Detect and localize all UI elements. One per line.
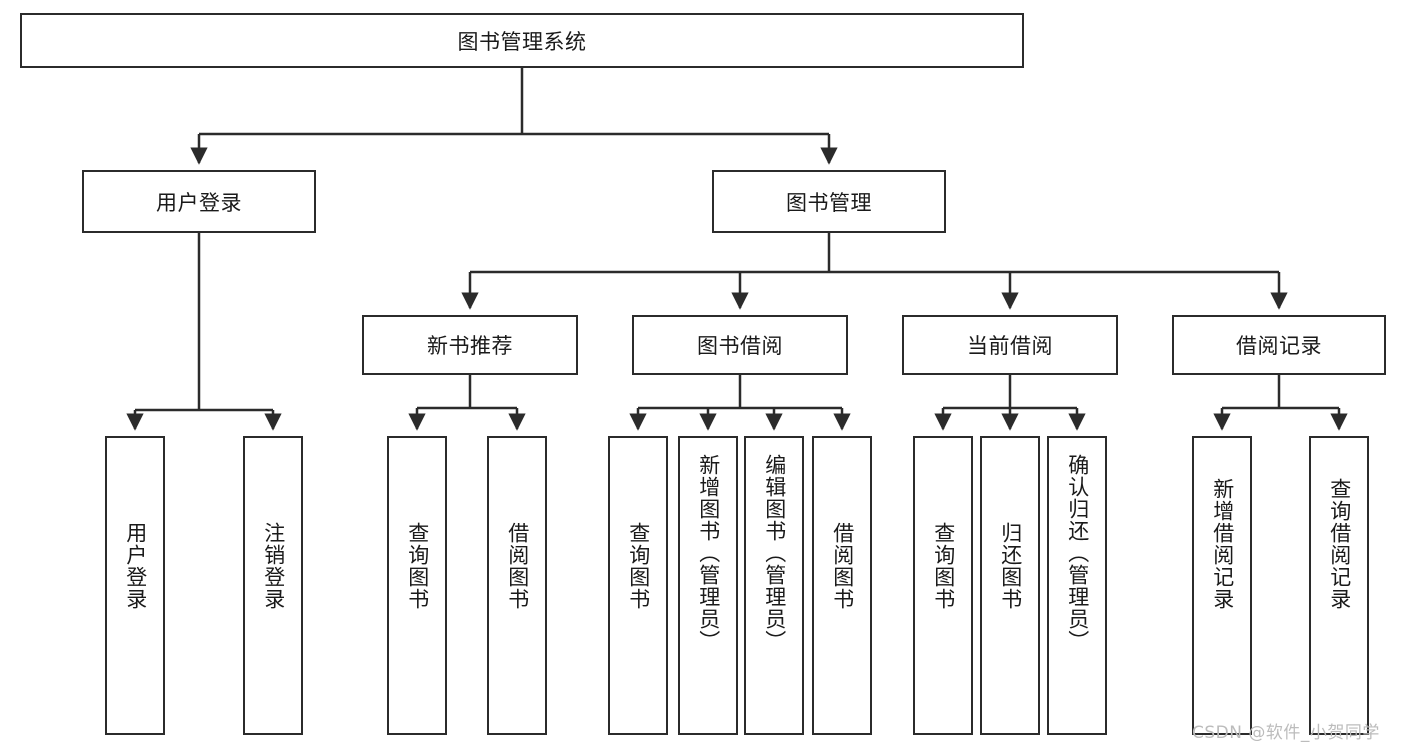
node-borrow-record[interactable]: 借阅记录 [1172, 315, 1386, 375]
node-leaf-return-book-label: 归还图书 [998, 522, 1023, 610]
node-leaf-query-book-1-label: 查询图书 [405, 522, 430, 610]
node-leaf-query-record[interactable]: 查询借阅记录 [1309, 436, 1369, 735]
node-leaf-edit-book[interactable]: 编辑图书（管理员） [744, 436, 804, 735]
node-book-borrow[interactable]: 图书借阅 [632, 315, 848, 375]
node-leaf-edit-book-label: 编辑图书（管理员） [762, 454, 787, 652]
node-leaf-add-record-label: 新增借阅记录 [1210, 478, 1235, 610]
node-root[interactable]: 图书管理系统 [20, 13, 1024, 68]
node-leaf-confirm-return[interactable]: 确认归还（管理员） [1047, 436, 1107, 735]
node-new-book-recommend[interactable]: 新书推荐 [362, 315, 578, 375]
node-leaf-query-book-1[interactable]: 查询图书 [387, 436, 447, 735]
node-leaf-query-book-2-label: 查询图书 [626, 522, 651, 610]
node-leaf-query-record-label: 查询借阅记录 [1327, 478, 1352, 610]
node-leaf-borrow-book-2-label: 借阅图书 [830, 522, 855, 610]
node-leaf-logout-login-label: 注销登录 [261, 522, 286, 610]
node-book-management[interactable]: 图书管理 [712, 170, 946, 233]
node-book-management-label: 图书管理 [786, 190, 872, 215]
node-leaf-borrow-book-2[interactable]: 借阅图书 [812, 436, 872, 735]
node-leaf-query-book-2[interactable]: 查询图书 [608, 436, 668, 735]
node-leaf-add-book[interactable]: 新增图书（管理员） [678, 436, 738, 735]
node-leaf-user-login[interactable]: 用户登录 [105, 436, 165, 735]
node-current-borrow-label: 当前借阅 [967, 334, 1053, 358]
node-root-label: 图书管理系统 [457, 29, 587, 54]
node-user-login-label: 用户登录 [156, 190, 242, 215]
node-current-borrow[interactable]: 当前借阅 [902, 315, 1118, 375]
node-leaf-query-book-3-label: 查询图书 [931, 522, 956, 610]
node-new-book-recommend-label: 新书推荐 [427, 334, 513, 358]
node-leaf-query-book-3[interactable]: 查询图书 [913, 436, 973, 735]
node-leaf-borrow-book-1-label: 借阅图书 [505, 522, 530, 610]
node-user-login[interactable]: 用户登录 [82, 170, 316, 233]
node-leaf-add-record[interactable]: 新增借阅记录 [1192, 436, 1252, 735]
node-leaf-user-login-label: 用户登录 [123, 522, 148, 610]
node-leaf-return-book[interactable]: 归还图书 [980, 436, 1040, 735]
node-leaf-borrow-book-1[interactable]: 借阅图书 [487, 436, 547, 735]
node-leaf-confirm-return-label: 确认归还（管理员） [1065, 454, 1090, 652]
node-book-borrow-label: 图书借阅 [697, 334, 783, 358]
csdn-watermark: CSDN @软件_小贺同学 [1192, 723, 1380, 743]
node-leaf-add-book-label: 新增图书（管理员） [696, 454, 721, 652]
node-leaf-logout-login[interactable]: 注销登录 [243, 436, 303, 735]
node-borrow-record-label: 借阅记录 [1236, 334, 1322, 358]
